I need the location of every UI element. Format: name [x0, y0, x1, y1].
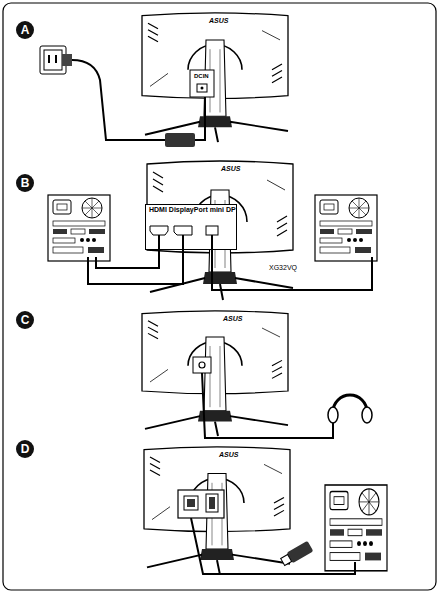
illustration-part: [142, 311, 288, 436]
illustration-part: [96, 250, 159, 268]
node-text: B: [21, 176, 30, 190]
node-text: D: [21, 442, 30, 456]
node-text: A: [21, 23, 30, 37]
panel-b-art: [48, 161, 377, 300]
brand-logo: ASUS: [220, 165, 241, 173]
illustration-part: [72, 60, 165, 140]
panel-letter: C: [16, 311, 34, 329]
illustration-part: [150, 226, 168, 235]
panel-letter: A: [16, 21, 34, 39]
illustration-part: [190, 70, 214, 97]
illustration-part: [191, 518, 355, 574]
illustration-part: [209, 497, 215, 509]
panel-a-art: [40, 13, 288, 147]
illustration-part: [62, 54, 72, 66]
illustration-part: [199, 362, 205, 368]
illustration-part: [145, 204, 237, 250]
illustration-part: [142, 13, 288, 142]
brand-logo: ASUS: [218, 451, 239, 459]
illustration-part: [88, 250, 183, 284]
frame: [3, 3, 436, 590]
illustration-part: [165, 133, 195, 147]
illustration-part: [55, 55, 57, 63]
illustration-part: [280, 541, 314, 567]
panel-d-art: [144, 447, 387, 575]
illustration-part: [202, 373, 333, 438]
illustration-part: [195, 96, 205, 140]
illustration-part: [362, 407, 372, 423]
illustration-part: [159, 235, 212, 250]
brand-logo: ASUS: [208, 17, 229, 25]
brand-logo: ASUS: [222, 315, 243, 323]
illustration-part: [184, 496, 198, 510]
model-name: XG32VQ: [268, 264, 298, 272]
illustration-part: [178, 490, 224, 518]
illustration-part: [48, 195, 110, 261]
illustration-part: [201, 87, 204, 90]
illustration-part: [174, 226, 192, 235]
illustration-part: [315, 195, 377, 261]
illustration-part: [325, 485, 387, 571]
panel-letter: D: [16, 440, 34, 458]
illustration-part: [197, 84, 207, 92]
illustration-part: [212, 250, 372, 290]
illustration-part: [193, 357, 211, 373]
illustration-part: [144, 447, 290, 575]
panel-letter: B: [16, 174, 34, 192]
illustration-part: [328, 407, 338, 423]
illustration-part: [44, 50, 62, 70]
illustration-part: [206, 226, 218, 235]
port-callout-box: HDMI DisplayPort mini DP: [145, 204, 237, 250]
illustration-part: [206, 494, 218, 512]
illustration-part: [333, 395, 367, 412]
node-text: C: [21, 313, 30, 327]
illustration-part: [48, 55, 50, 63]
node-text: HDMI DisplayPort mini DP: [146, 205, 236, 214]
port-label: DCIN: [193, 73, 210, 80]
panel-c-art: [142, 311, 372, 438]
illustration-part: [281, 555, 292, 566]
illustration-part: [187, 499, 195, 507]
